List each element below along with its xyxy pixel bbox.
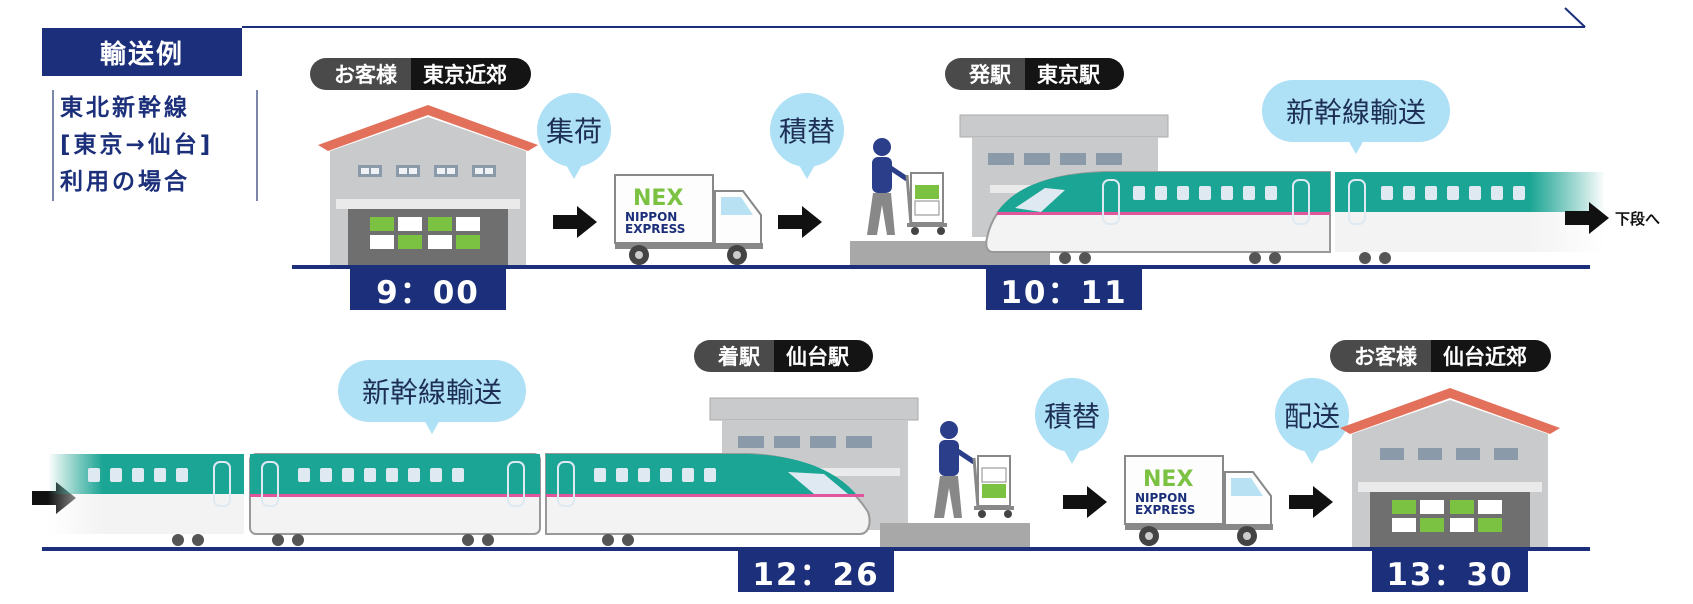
transfer-bubble: 積替 [770, 93, 844, 179]
arrival-tag-value: 仙台駅 [774, 340, 873, 372]
truck-icon: NEX NIPPON EXPRESS [614, 174, 763, 265]
shinkansen-top-icon [985, 171, 1605, 264]
time-pickup: 9：00 [350, 268, 506, 311]
pickup-bubble: 集荷 [537, 93, 611, 179]
warehouse-icon [1340, 388, 1560, 548]
departure-station-tag: 発駅 東京駅 [945, 58, 1124, 90]
arrow-icon [1063, 486, 1107, 518]
time-departure: 10：11 [986, 268, 1142, 311]
arrow-icon [778, 206, 822, 238]
delivery-bubble: 配送 [1275, 378, 1349, 464]
customer-tag-tokyo: お客様 東京近郊 [310, 58, 531, 90]
truck-logo-mark: NEX [1143, 467, 1193, 492]
arrow-icon [1565, 202, 1609, 234]
truck-brand-line2: EXPRESS [1135, 503, 1195, 517]
customer-tag-value: 東京近郊 [411, 58, 531, 90]
worker-icon [934, 421, 1014, 518]
customer-tag-label: お客様 [1330, 340, 1431, 372]
truck-brand-line2: EXPRESS [625, 222, 685, 236]
departure-tag-label: 発駅 [945, 58, 1025, 90]
truck-brand-line1: NIPPON [1135, 491, 1187, 505]
warehouse-icon [318, 105, 538, 265]
shinkansen-bubble-bottom: 新幹線輸送 [338, 360, 526, 434]
section-title: 輸送例 [42, 28, 242, 76]
route-line-1: 東北新幹線 [60, 95, 190, 121]
worker-icon [867, 138, 947, 235]
time-arrival: 12：26 [738, 550, 894, 593]
truck-logo-mark: NEX [633, 186, 683, 211]
customer-tag-label: お客様 [310, 58, 411, 90]
arrival-tag-label: 着駅 [694, 340, 774, 372]
continue-label: 下段へ [1615, 210, 1661, 228]
customer-tag-value: 仙台近郊 [1431, 340, 1551, 372]
truck-icon: NEX NIPPON EXPRESS [1124, 455, 1273, 546]
route-line-3: 利用の場合 [60, 169, 190, 195]
transfer-bubble-bottom: 積替 [1035, 378, 1109, 464]
truck-brand-line1: NIPPON [625, 210, 677, 224]
arrow-icon [553, 206, 597, 238]
arrival-station-tag: 着駅 仙台駅 [694, 340, 873, 372]
shinkansen-bottom-icon [48, 453, 871, 546]
ground-line-bottom [42, 547, 1590, 551]
route-note: 東北新幹線 [東京→仙台] 利用の場合 [52, 90, 258, 201]
shinkansen-bubble-top: 新幹線輸送 [1262, 80, 1450, 154]
departure-tag-value: 東京駅 [1025, 58, 1124, 90]
route-line-2: [東京→仙台] [60, 132, 214, 158]
time-delivery: 13：30 [1372, 550, 1528, 593]
ground-line-top [292, 265, 1590, 269]
platform-sendai [880, 523, 1030, 547]
header-rule [242, 7, 1586, 28]
customer-tag-sendai: お客様 仙台近郊 [1330, 340, 1551, 372]
arrow-icon [1289, 486, 1333, 518]
